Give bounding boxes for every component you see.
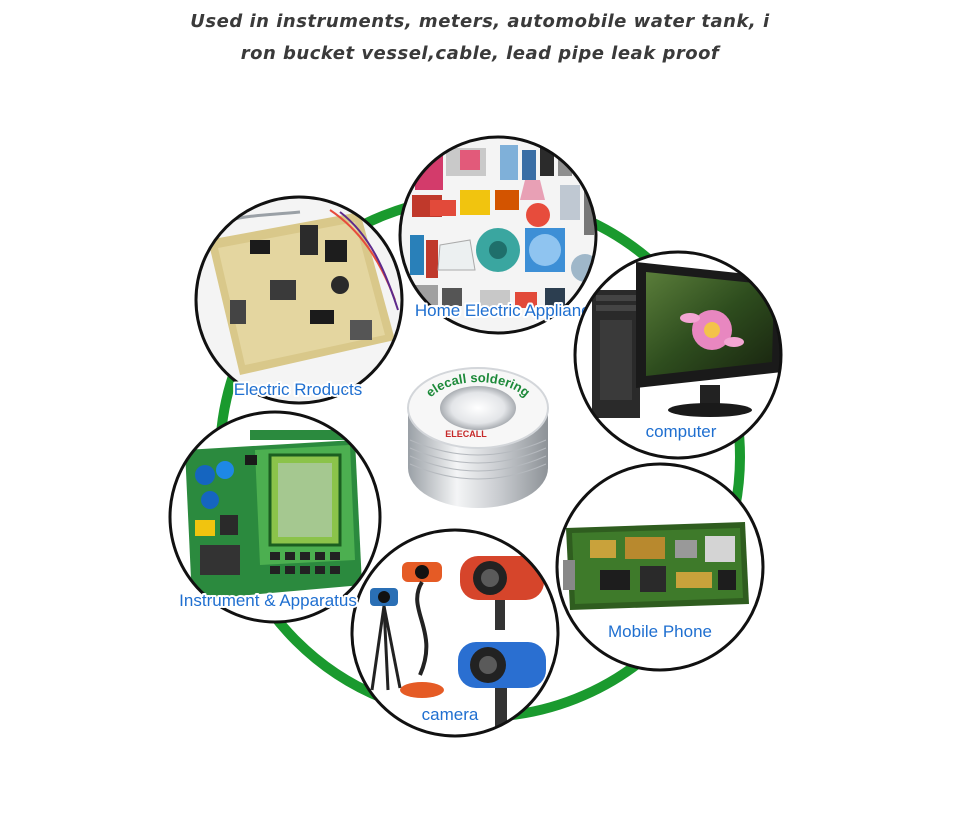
label-camera: camera xyxy=(422,705,479,724)
home-appliance-circle: Home Electric Appliance xyxy=(398,135,601,335)
label-instrument-apparatus: Instrument & Apparatus xyxy=(179,591,357,610)
label-mobile-phone: Mobile Phone xyxy=(608,622,712,641)
label-home-electric-appliance: Home Electric Appliance xyxy=(415,301,599,320)
header-line-2: ron bucket vessel,cable, lead pipe leak … xyxy=(240,43,720,64)
spool-brand: ELECALL xyxy=(445,429,487,439)
instrument-board-image xyxy=(170,412,380,622)
camera-circle: camera xyxy=(350,528,560,738)
computer-image xyxy=(575,252,781,458)
header-line-1: Used in instruments, meters, automobile … xyxy=(190,11,770,32)
mobile-pcb-image xyxy=(557,464,763,670)
mobile-phone-circle: Mobile Phone xyxy=(555,462,765,672)
webcam-image xyxy=(352,530,558,736)
electric-products-circle: Electric Rroducts xyxy=(194,195,404,405)
label-electric-products: Electric Rroducts xyxy=(234,380,362,399)
computer-circle: computer xyxy=(573,250,783,460)
instrument-apparatus-circle: Instrument & Apparatus xyxy=(168,410,382,624)
solder-spool: elecall soldering ELECALL xyxy=(407,367,549,508)
label-computer: computer xyxy=(646,422,717,441)
solder-wire-coils xyxy=(409,439,547,480)
electric-pcb-image xyxy=(196,197,402,403)
